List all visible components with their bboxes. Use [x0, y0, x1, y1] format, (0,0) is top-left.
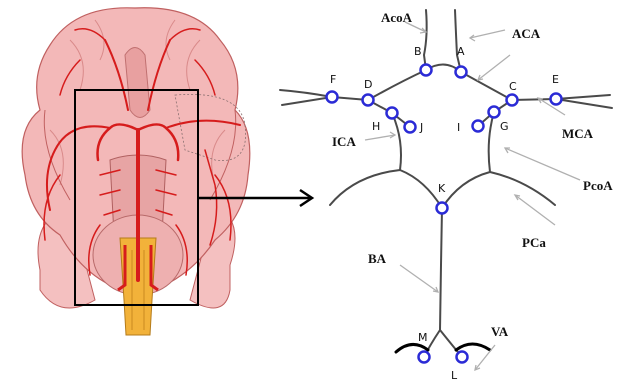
node-label-A: A: [457, 45, 465, 58]
label-mca: MCA: [562, 126, 594, 141]
vessel-nodes: [327, 65, 562, 363]
label-acoa: AcoA: [381, 10, 413, 25]
node-L: [457, 352, 468, 363]
basilar-artery: [440, 208, 442, 330]
node-label-H: H: [372, 120, 380, 133]
node-G: [489, 107, 500, 118]
label-ica: ICA: [332, 134, 356, 149]
node-I: [473, 121, 484, 132]
node-E: [551, 94, 562, 105]
node-label-F: F: [330, 73, 336, 86]
node-F: [327, 92, 338, 103]
node-M: [419, 352, 430, 363]
node-J: [405, 122, 416, 133]
node-label-L: L: [451, 369, 458, 382]
node-label-M: M: [418, 331, 428, 344]
node-D: [363, 95, 374, 106]
aca-right-vessel: [455, 10, 461, 72]
label-va: VA: [491, 324, 509, 339]
node-label-D: D: [364, 78, 372, 91]
node-label-K: K: [438, 182, 446, 195]
node-label-G: G: [500, 120, 509, 133]
node-label-I: I: [457, 121, 460, 134]
node-label-E: E: [552, 73, 559, 86]
label-pca: PCa: [522, 235, 546, 250]
node-label-J: J: [419, 121, 423, 134]
label-pcoa: PcoA: [583, 178, 613, 193]
label-ba: BA: [368, 251, 387, 266]
node-H: [387, 108, 398, 119]
node-label-B: B: [414, 45, 422, 58]
brain-illustration: [22, 8, 250, 335]
node-A: [456, 67, 467, 78]
label-aca: ACA: [512, 26, 541, 41]
node-label-C: C: [509, 80, 517, 93]
aca-left-vessel: [424, 10, 427, 70]
node-B: [421, 65, 432, 76]
circle-of-willis-schematic: [280, 10, 612, 357]
node-K: [437, 203, 448, 214]
node-C: [507, 95, 518, 106]
label-pointers: [365, 22, 580, 370]
